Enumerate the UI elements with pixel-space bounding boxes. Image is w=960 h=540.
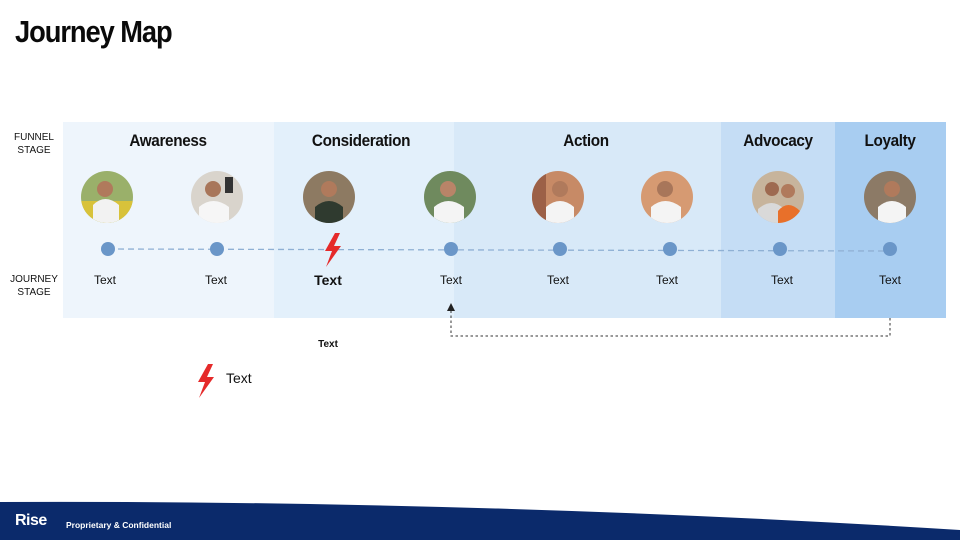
funnel-label-line1: FUNNEL	[13, 132, 54, 143]
journey-step-label-7: Text	[770, 273, 793, 287]
stage-title-action: Action	[563, 131, 609, 150]
loop-back-arrow-line	[450, 310, 891, 337]
persona-photo-6	[641, 171, 693, 223]
lightning-bolt-icon	[325, 233, 341, 267]
persona-photo-8	[864, 171, 916, 223]
persona-photo-1	[81, 171, 133, 223]
timeline-dashed-line	[107, 248, 891, 252]
persona-photo-7	[752, 171, 804, 223]
journey-step-dot-7	[773, 242, 787, 256]
funnel-stage-label: FUNNEL STAGE	[5, 131, 63, 157]
journey-step-dot-4	[444, 242, 458, 256]
legend-lightning-bolt-icon	[198, 364, 214, 398]
consideration-note: Text	[318, 339, 338, 350]
journey-step-dot-5	[553, 242, 567, 256]
page-title: Journey Map	[15, 14, 173, 49]
journey-label-line1: JOURNEY	[10, 274, 58, 285]
journey-step-label-2: Text	[204, 273, 227, 287]
journey-label-line2: STAGE	[17, 287, 51, 298]
journey-step-label-1: Text	[93, 273, 116, 287]
journey-step-dot-1	[101, 242, 115, 256]
journey-stage-label: JOURNEY STAGE	[5, 273, 63, 299]
journey-step-label-8: Text	[878, 273, 901, 287]
journey-step-dot-8	[883, 242, 897, 256]
stage-title-advocacy: Advocacy	[743, 131, 813, 150]
stage-title-loyalty: Loyalty	[864, 131, 916, 150]
band-consideration	[274, 122, 454, 318]
persona-photo-4	[424, 171, 476, 223]
journey-step-dot-2	[210, 242, 224, 256]
journey-step-label-5: Text	[546, 273, 569, 287]
brand-logo: Rise	[15, 512, 47, 529]
stage-title-awareness: Awareness	[129, 131, 207, 150]
persona-photo-5	[532, 171, 584, 223]
journey-step-label-3: Text	[314, 272, 342, 288]
footer-banner	[0, 501, 960, 540]
persona-photo-3	[303, 171, 355, 223]
journey-step-label-6: Text	[655, 273, 678, 287]
journey-step-label-4: Text	[439, 273, 462, 287]
loop-back-arrow-head	[447, 303, 455, 311]
stage-title-consideration: Consideration	[311, 131, 411, 150]
confidential-notice: Proprietary & Confidential	[66, 520, 172, 530]
persona-photo-2	[191, 171, 243, 223]
legend-text: Text	[226, 370, 252, 386]
journey-step-dot-6	[663, 242, 677, 256]
funnel-label-line2: STAGE	[17, 145, 51, 156]
